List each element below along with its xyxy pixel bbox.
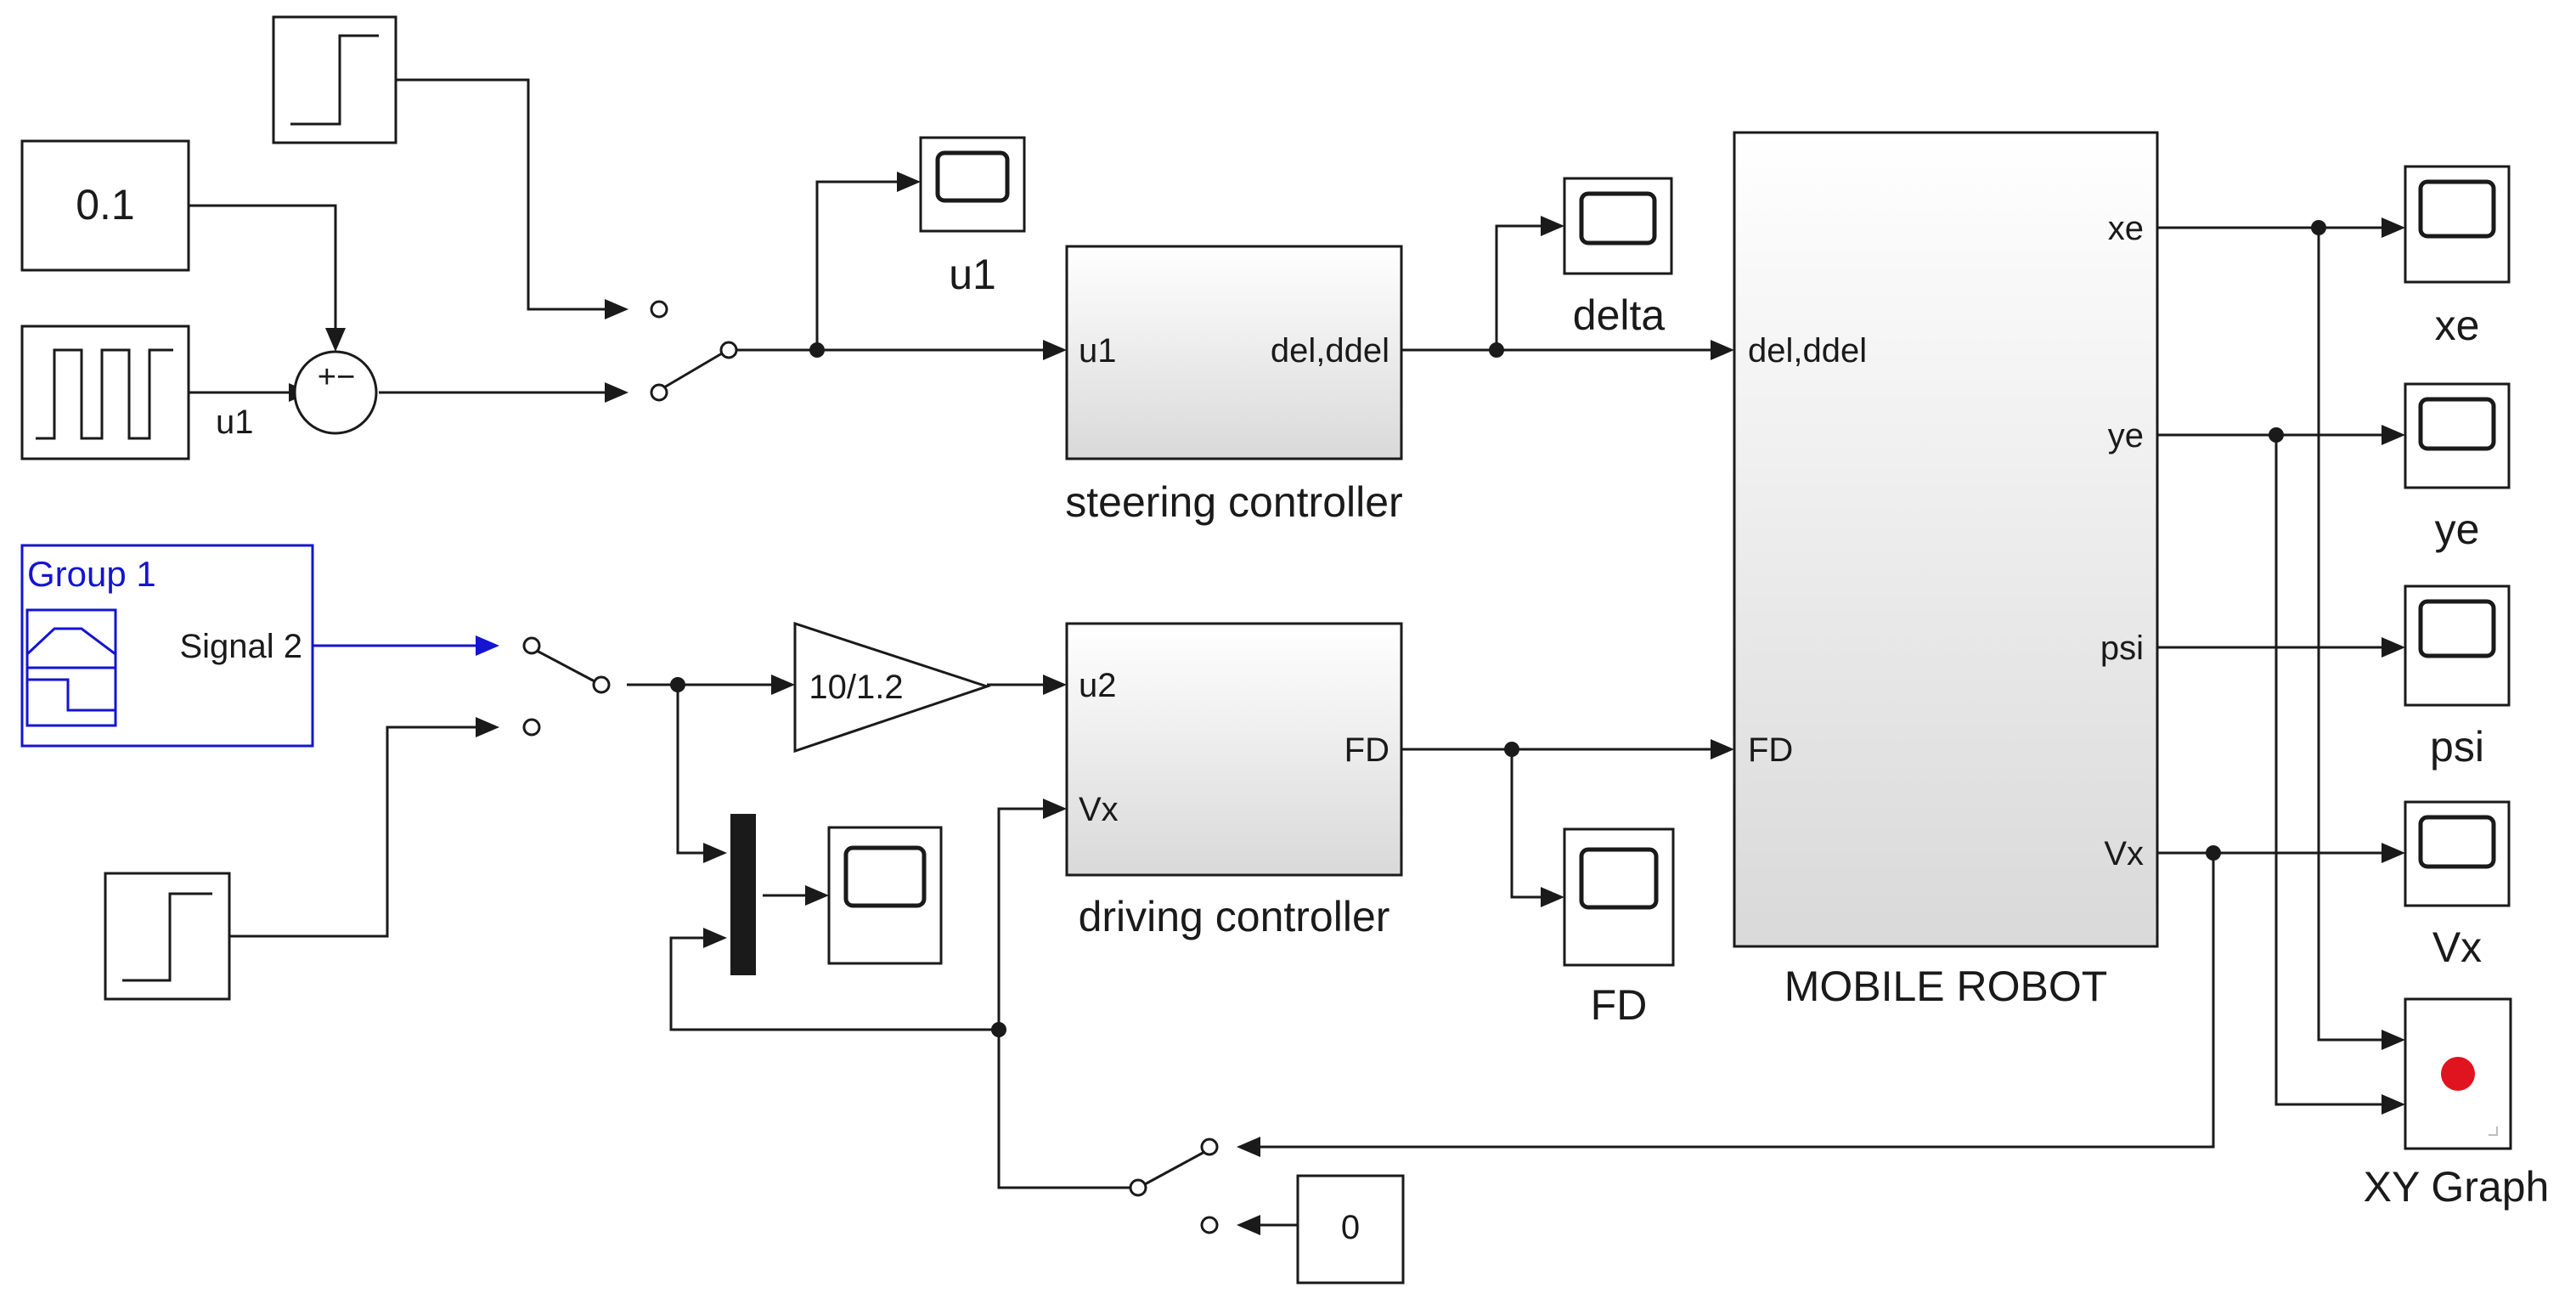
sum-block[interactable]: +− — [293, 350, 378, 435]
pulse-generator-block[interactable]: u1 — [20, 325, 254, 460]
steering-controller-block[interactable]: u1 del,ddel steering controller — [1065, 245, 1403, 526]
pulse-output-label: u1 — [216, 404, 254, 441]
signal-builder-block[interactable]: Group 1 Signal 2 — [20, 544, 314, 748]
gain-block[interactable]: 10/1.2 — [793, 621, 991, 754]
scope-vx-screen — [2418, 815, 2496, 869]
manual-switch-2[interactable] — [522, 636, 611, 737]
scope-fd-label: FD — [1591, 981, 1648, 1029]
mobile-robot-name: MOBILE ROBOT — [1784, 963, 2108, 1010]
robot-input-del-ddel: del,ddel — [1748, 332, 1867, 370]
robot-output-ye: ye — [2108, 417, 2144, 455]
scope-delta[interactable]: delta — [1563, 177, 1673, 339]
signal-builder-group: Group 1 — [27, 554, 156, 594]
signal-builder-output: Signal 2 — [179, 628, 302, 665]
scope-xe-screen — [2418, 179, 2496, 239]
step-icon — [122, 892, 212, 982]
driving-input-u2: u2 — [1079, 667, 1117, 704]
scope-psi-screen — [2418, 599, 2496, 658]
robot-output-xe: xe — [2108, 210, 2144, 247]
manual-switch-3[interactable] — [1129, 1138, 1219, 1234]
driving-input-vx: Vx — [1079, 791, 1119, 828]
scope-mux[interactable] — [827, 826, 943, 965]
scope-u1[interactable]: u1 — [919, 136, 1026, 298]
manual-switch-1[interactable] — [650, 300, 738, 402]
pulse-icon — [36, 348, 173, 440]
signal-builder-icon — [25, 608, 117, 727]
sum-signs: +− — [318, 359, 355, 395]
xy-graph-label: XY Graph — [2364, 1163, 2550, 1211]
constant-0-1-value: 0.1 — [76, 181, 135, 229]
scope-ye-screen — [2418, 397, 2496, 451]
scope-u1-screen — [935, 150, 1010, 203]
scope-fd-screen — [1579, 847, 1659, 910]
scope-ye-label: ye — [2435, 505, 2480, 553]
robot-output-vx: Vx — [2104, 835, 2144, 872]
record-dot-icon — [2441, 1057, 2475, 1091]
scope-fd[interactable]: FD — [1563, 827, 1675, 1029]
mux-block[interactable] — [730, 814, 756, 975]
resize-corner-icon — [2489, 1126, 2498, 1136]
scope-vx[interactable]: Vx — [2404, 800, 2511, 971]
mobile-robot-block[interactable]: del,ddel FD xe ye psi Vx MOBILE ROBOT — [1733, 131, 2159, 1010]
xy-graph-block[interactable]: XY Graph — [2364, 997, 2550, 1211]
branch-points — [670, 220, 2326, 1037]
driving-output-fd: FD — [1344, 731, 1389, 769]
scope-delta-screen — [1579, 191, 1657, 246]
scope-psi-label: psi — [2430, 723, 2484, 771]
steering-output-port: del,ddel — [1271, 332, 1389, 370]
scope-vx-label: Vx — [2432, 923, 2482, 971]
steering-controller-name: steering controller — [1065, 478, 1402, 526]
scope-ye[interactable]: ye — [2404, 382, 2511, 553]
robot-output-psi: psi — [2100, 630, 2144, 667]
step-block-top[interactable] — [272, 15, 397, 144]
scope-delta-label: delta — [1573, 291, 1666, 339]
constant-0-block[interactable]: 0 — [1296, 1174, 1405, 1285]
scope-psi[interactable]: psi — [2404, 584, 2511, 771]
robot-input-fd: FD — [1748, 731, 1793, 769]
steering-input-port: u1 — [1079, 332, 1117, 370]
driving-controller-block[interactable]: u2 Vx FD driving controller — [1065, 622, 1403, 940]
scope-xe-label: xe — [2435, 302, 2480, 349]
step-icon — [290, 34, 379, 126]
step-block-bottom[interactable] — [104, 872, 231, 1001]
scope-mux-screen — [843, 845, 927, 908]
scope-xe[interactable]: xe — [2404, 165, 2511, 349]
driving-controller-name: driving controller — [1079, 893, 1390, 940]
scope-u1-label: u1 — [949, 251, 996, 298]
gain-value: 10/1.2 — [809, 669, 903, 706]
constant-0-value: 0 — [1341, 1209, 1360, 1246]
constant-0-1-block[interactable]: 0.1 — [20, 139, 190, 272]
